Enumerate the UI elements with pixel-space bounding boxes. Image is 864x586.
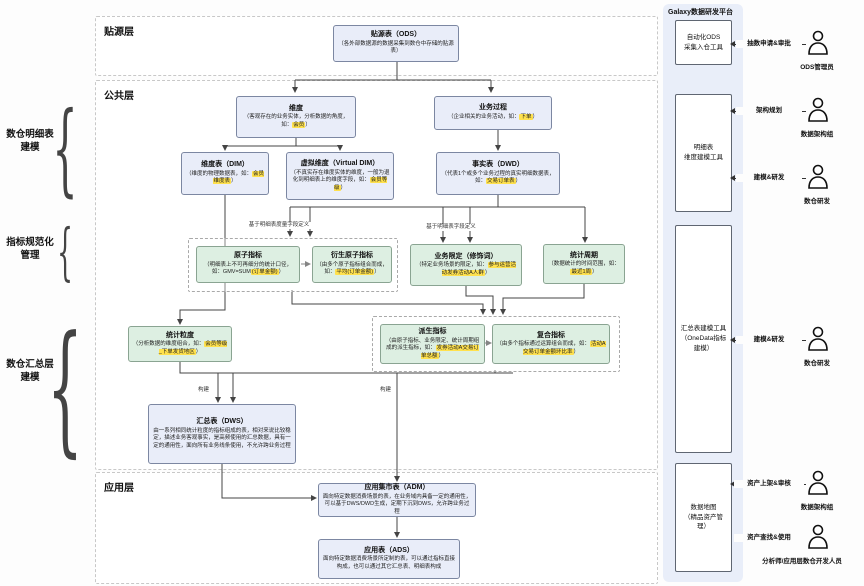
tool-ods-ingest: 自动化ODS 采集入仓工具 (675, 20, 732, 65)
business-limit-box: 业务限定（修饰词） （特定业务场景的限定，如：参与运营活动发券活动A人群） (410, 244, 522, 286)
fact-table-box: 事实表（DWD） （代表1个或多个业务过程的真实明细数据表，如：交易订单表） (436, 152, 560, 195)
role-label: ODS管理员 (800, 64, 834, 71)
brace-detail-modeling: { (52, 89, 78, 207)
ads-desc: 面向特定数据消费场景所定制的表，可以通过指标直接构成，也可以通过其它汇总表、明细… (322, 556, 455, 570)
adm-desc: 面向特定数据消费场景的表，在业务域内具备一定的通用性，可以基于DWS/DWD生成… (322, 493, 472, 515)
derived-atomic-metric-desc: （由多个原子指标组合而成，如：平均(订单金额)） (316, 261, 388, 276)
fact-table-desc: （代表1个或多个业务过程的真实明细数据表，如：交易订单表） (441, 170, 555, 185)
fact-table-title: 事实表（DWD） (472, 161, 524, 169)
brace-summary-modeling: { (46, 305, 84, 471)
atomic-metric-title: 原子指标 (234, 252, 262, 260)
adm-title: 应用集市表（ADM） (364, 484, 430, 491)
stat-period-title: 统计周期 (570, 251, 598, 259)
adm-box: 应用集市表（ADM） 面向特定数据消费场景的表，在业务域内具备一定的通用性，可以… (318, 483, 476, 517)
person-icon (806, 29, 830, 60)
action-label: 建模&研发 (736, 336, 802, 345)
dws-title: 汇总表（DWS） (196, 417, 248, 425)
role-label: 数据架构组 (800, 131, 834, 138)
brace-metric-governance: { (57, 214, 73, 288)
composite-metric-title: 复合指标 (537, 331, 565, 339)
person-icon (806, 96, 830, 127)
business-process-title: 业务过程 (479, 104, 507, 112)
dimension-box: 维度 （客观存在的业务实体，分析数据的角度，如：会员） (236, 96, 356, 138)
action-label: 资产上架&审核 (734, 480, 804, 489)
action-label: 抽数申请&审批 (736, 40, 802, 49)
stat-grain-box: 统计粒度 （分析数据的维度组合，如：会员等级_下单发货地区） (128, 326, 232, 362)
arrowhead-to-tool (730, 481, 735, 487)
tool-summary-modeling: 汇总表建模工具 （OneData指标 建模） (675, 225, 732, 453)
layer-tie-label: 贴源层 (104, 27, 134, 38)
action-label: 建模&研发 (736, 174, 802, 183)
atomic-metric-desc: （明细表上不可再细分的统计口径，如：GMV=SUM(订单金额)） (203, 261, 292, 276)
person-icon (806, 469, 830, 500)
ods-box: 贴源表（ODS） （各外部数据源的数据采集到数仓中存储的贴源表） (333, 25, 459, 62)
rail-detail-modeling: 数仓明细表 建模 (6, 129, 54, 154)
composite-metric-desc: （由多个指标通过运算组合而成，如：活动A交易订单金额环比率） (496, 341, 606, 355)
ods-desc: （各外部数据源的数据采集到数仓中存储的贴源表） (338, 40, 454, 55)
role-label: 数据架构组 (800, 504, 834, 511)
derived-metric-box: 派生指标 （由原子指标、业务限定、统计周期组成的派生指标，如：发券活动A交易订单… (380, 324, 485, 364)
dimension-desc: （客观存在的业务实体，分析数据的角度，如：会员） (243, 114, 349, 128)
derived-metric-title: 派生指标 (418, 327, 447, 335)
virtual-dim-box: 虚拟维度（Virtual DIM） （不真实存在维度实体的维度，一般为退化到明细… (286, 152, 394, 200)
stat-period-desc: （数据统计的时间范围，如：最近1周） (548, 261, 620, 275)
action-label: 架构规划 (736, 107, 802, 116)
rail-summary-modeling: 数仓汇总层 建模 (6, 359, 54, 384)
ads-box: 应用表（ADS） 面向特定数据消费场景所定制的表，可以通过指标直接构成，也可以通… (318, 539, 460, 579)
rail-metric-governance: 指标规范化 管理 (6, 237, 54, 262)
derived-atomic-metric-box: 衍生原子指标 （由多个原子指标组合而成，如：平均(订单金额)） (312, 246, 392, 283)
tool-data-map: 数据地图 （精品资产管 理） (675, 463, 732, 572)
dim-table-box: 维度表（DIM） （维度的物理数据表，如：会员维度表） (181, 152, 269, 195)
person-icon (806, 163, 830, 194)
arrowhead-to-tool (730, 175, 735, 181)
person-icon (806, 523, 830, 554)
composite-metric-box: 复合指标 （由多个指标通过运算组合而成，如：活动A交易订单金额环比率） (492, 324, 610, 364)
derived-metric-desc: （由原子指标、业务限定、统计周期组成的派生指标，如：发券活动A交易订单总额） (385, 337, 480, 359)
stat-grain-desc: （分析数据的维度组合，如：会员等级_下单发货地区） (132, 341, 228, 355)
layer-common-label: 公共层 (104, 91, 134, 102)
dim-table-desc: （维度的物理数据表，如：会员维度表） (185, 170, 265, 185)
edge-label-build-adm: 构建 (378, 387, 394, 395)
layer-app-label: 应用层 (104, 483, 134, 494)
tool-detail-modeling: 明细表 维度建模工具 (675, 94, 732, 212)
dimension-title: 维度 (289, 104, 303, 112)
business-limit-desc: （特定业务场景的限定，如：参与运营活动发券活动A人群） (415, 262, 517, 276)
atomic-metric-box: 原子指标 （明细表上不可再细分的统计口径，如：GMV=SUM(订单金额)） (196, 246, 300, 283)
role-label: 数仓研发 (804, 360, 830, 367)
dws-desc: 由一系列相同统计粒度的指标组成的表，相对来说比较稳定，描述业务客观事实，是高频使… (153, 427, 291, 449)
derived-atomic-metric-title: 衍生原子指标 (331, 252, 373, 260)
arrowhead-to-tool (730, 108, 735, 114)
virtual-dim-desc: （不真实存在维度实体的维度，一般为退化到明细表上的维度字段，如：会员等级） (290, 169, 390, 191)
person-icon (806, 325, 830, 356)
role-label: 数仓研发 (804, 198, 830, 205)
edge-label-field-def: 基于明细表字段定义 (416, 224, 486, 232)
arrowhead-to-tool (730, 41, 735, 47)
dim-table-title: 维度表（DIM） (201, 161, 249, 169)
stat-grain-title: 统计粒度 (166, 331, 194, 339)
business-limit-title: 业务限定（修饰词） (434, 252, 498, 260)
action-label: 资产查找&使用 (734, 534, 804, 543)
dws-box: 汇总表（DWS） 由一系列相同统计粒度的指标组成的表，相对来说比较稳定，描述业务… (148, 404, 296, 464)
edge-label-measure-def: 基于明细表度量字段定义 (238, 222, 320, 230)
stat-period-box: 统计周期 （数据统计的时间范围，如：最近1周） (543, 244, 625, 284)
platform-title: Galaxy数据研发平台 (668, 9, 733, 16)
ads-title: 应用表（ADS） (364, 546, 414, 554)
business-process-box: 业务过程 （企业相关的业务活动，如：下单） (434, 96, 552, 130)
role-label: 分析师/应用层数仓开发人员 (762, 558, 842, 565)
edge-label-build-dws: 构建 (196, 387, 212, 395)
ods-title: 贴源表（ODS） (370, 31, 422, 39)
virtual-dim-title: 虚拟维度（Virtual DIM） (300, 159, 380, 167)
business-process-desc: （企业相关的业务活动，如：下单） (447, 114, 539, 121)
arrowhead-to-tool (730, 337, 735, 343)
